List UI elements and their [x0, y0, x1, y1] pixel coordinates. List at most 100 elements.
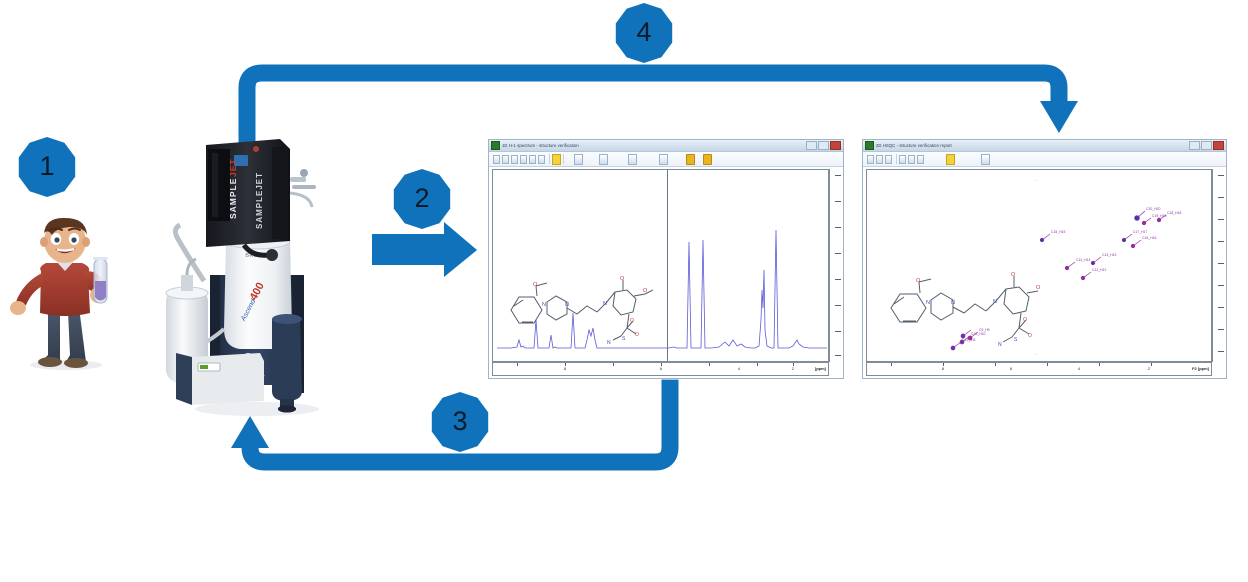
- svg-text:*: *: [1035, 179, 1037, 183]
- svg-text:*: *: [1035, 353, 1037, 357]
- svg-text:O: O: [1036, 285, 1041, 291]
- svg-text:O: O: [1011, 272, 1016, 278]
- svg-text:O: O: [1023, 317, 1027, 323]
- window-1d-titlebar[interactable]: 1D H-1 spectrum - structure verification: [489, 140, 843, 152]
- step-badge-4-label: 4: [636, 16, 652, 47]
- verify-icon[interactable]: [703, 153, 712, 165]
- svg-text:O: O: [643, 288, 648, 294]
- svg-text:JET: JET: [228, 158, 238, 177]
- chemist-illustration: [10, 217, 108, 370]
- arrow-2-path: [372, 222, 477, 277]
- svg-text:O: O: [1028, 333, 1032, 339]
- svg-text:C9_H9: C9_H9: [979, 328, 990, 332]
- maximize-button[interactable]: [818, 141, 829, 150]
- peak-pick-icon[interactable]: [599, 153, 608, 165]
- spectrum-window-2d[interactable]: 2D HSQC - structure verification report: [862, 139, 1227, 379]
- svg-text:O: O: [635, 332, 639, 338]
- plot-area-2d[interactable]: N N N O O O O O S N: [863, 167, 1226, 378]
- assign-icon[interactable]: [981, 153, 990, 165]
- analyse-icon[interactable]: [511, 154, 518, 164]
- step-badge-1: 1: [18, 137, 76, 197]
- f2-unit-label-2d: F2 [ppm]: [1192, 366, 1209, 371]
- molecule-structure-2d: N N N O O O O O S N: [890, 272, 1041, 348]
- pk-icon[interactable]: [529, 154, 536, 164]
- zoom-icon[interactable]: [917, 154, 924, 164]
- plot-area-1d[interactable]: N N N O O O O O S N: [489, 167, 843, 378]
- maximize-button[interactable]: [1201, 141, 1212, 150]
- xtick-label: 8: [941, 366, 945, 371]
- svg-text:C14_H14: C14_H14: [1076, 258, 1090, 262]
- svg-text:C10_H10: C10_H10: [971, 332, 985, 336]
- xtick-label: 6: [1009, 366, 1013, 371]
- xtick-label: 8: [563, 366, 567, 371]
- plot-frame-1d: N N N O O O O O S N: [492, 169, 829, 362]
- svg-text:O: O: [916, 278, 921, 284]
- zoom-icon[interactable]: [538, 154, 545, 164]
- italic-icon[interactable]: [502, 154, 509, 164]
- window-2d-title: 2D HSQC - structure verification report: [876, 143, 952, 148]
- svg-text:.: .: [1095, 181, 1096, 185]
- spectrum-trace-1d: [497, 229, 827, 349]
- structure-icon[interactable]: [946, 153, 955, 165]
- intensity-axis-1d: [829, 169, 841, 362]
- xtick-label: 2: [1147, 366, 1151, 371]
- baseline-icon[interactable]: [628, 153, 637, 165]
- svg-text:N: N: [951, 300, 955, 306]
- levels-icon[interactable]: [885, 154, 892, 164]
- svg-text:N: N: [603, 301, 607, 307]
- window-1d-app-icon: [491, 141, 500, 150]
- window-1d-title: 1D H-1 spectrum - structure verification: [502, 143, 579, 148]
- ppm-unit-label-1d: [ppm]: [814, 366, 826, 371]
- window-1d-toolbar[interactable]: [489, 152, 843, 167]
- svg-text:S: S: [622, 336, 626, 342]
- close-icon[interactable]: [1213, 141, 1224, 150]
- structure-icon[interactable]: [552, 153, 561, 165]
- svg-text:N: N: [542, 302, 546, 308]
- window-2d-controls[interactable]: [1189, 141, 1224, 150]
- step-badge-2: 2: [393, 169, 451, 229]
- svg-text:S: S: [1014, 337, 1018, 343]
- svg-text:C20_H20: C20_H20: [1146, 207, 1160, 211]
- proj-icon[interactable]: [876, 154, 883, 164]
- molecule-structure-1d: N N N O O O O O S N: [510, 276, 653, 346]
- step-badge-3-label: 3: [452, 405, 468, 436]
- close-icon[interactable]: [830, 141, 841, 150]
- step-badge-2-label: 2: [414, 182, 430, 213]
- report-icon[interactable]: [686, 153, 695, 165]
- f2-axis-2d: 8 6 4 2 F2 [ppm]: [866, 362, 1212, 376]
- integral-icon[interactable]: [574, 153, 583, 165]
- contour-icon[interactable]: [867, 154, 874, 164]
- svg-text:N: N: [998, 342, 1002, 348]
- minimize-button[interactable]: [1189, 141, 1200, 150]
- svg-text:C18_H18: C18_H18: [1167, 211, 1181, 215]
- svg-text:O: O: [620, 276, 625, 282]
- window-2d-toolbar[interactable]: [863, 152, 1226, 167]
- spectrum-window-1d[interactable]: 1D H-1 spectrum - structure verification: [488, 139, 844, 379]
- crosspeak-layer-2d: C20_H20 C19_H19 C18_H18 C17_H17 C16_H16 …: [950, 179, 1181, 357]
- ph-icon[interactable]: [520, 154, 527, 164]
- xtick-label: 4: [737, 366, 741, 371]
- multiplet-icon[interactable]: [659, 153, 668, 165]
- pk-icon[interactable]: [908, 154, 915, 164]
- svg-text:C15_H15: C15_H15: [1051, 230, 1065, 234]
- window-2d-titlebar[interactable]: 2D HSQC - structure verification report: [863, 140, 1226, 152]
- toolbar-divider: [896, 154, 897, 164]
- xtick-label: 4: [1077, 366, 1081, 371]
- ppm-axis-1d: 8 6 4 2 [ppm]: [492, 362, 829, 376]
- print-icon[interactable]: [493, 154, 500, 164]
- spectrum-region-divider: [667, 170, 668, 361]
- toolbar-divider: [549, 154, 550, 164]
- svg-text:C19_H19: C19_H19: [1152, 214, 1166, 218]
- window-2d-app-icon: [865, 141, 874, 150]
- xtick-label: 6: [659, 366, 663, 371]
- svg-text:C12_H12: C12_H12: [1092, 268, 1106, 272]
- minimize-button[interactable]: [806, 141, 817, 150]
- cursor-icon[interactable]: [899, 154, 906, 164]
- xtick-label: 2: [791, 366, 795, 371]
- nmr-spectrometer-photo: BRUKER 400 Ascend SAMPLE JET SAMPLEJET: [165, 139, 319, 416]
- svg-text:SAMPLE: SAMPLE: [228, 178, 238, 219]
- step-badge-4: 4: [615, 3, 673, 63]
- window-1d-controls[interactable]: [806, 141, 841, 150]
- f1-axis-2d: [1212, 169, 1224, 362]
